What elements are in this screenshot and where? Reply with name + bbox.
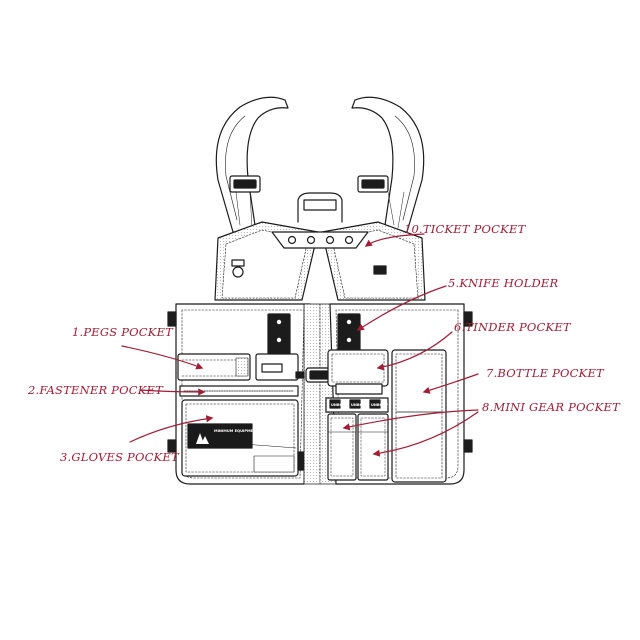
brand-right: UNBOXP <box>371 403 388 407</box>
arrow-fastener <box>139 388 206 396</box>
arrow-minigear-1 <box>342 409 479 431</box>
label-ticket-pocket: 10.TICKET POCKET <box>404 222 527 236</box>
label-bottle-pocket: 7.BOTTLE POCKET <box>486 366 605 380</box>
label-tinder-pocket: 6.TINDER POCKET <box>454 320 572 334</box>
label-knife-holder: 5.KNIFE HOLDER <box>448 276 559 290</box>
arrow-bottle <box>422 373 479 394</box>
arrow-knife <box>356 285 447 331</box>
gloves-pocket <box>181 399 305 477</box>
left-shoulder-strap <box>215 96 289 233</box>
arrow-pegs <box>121 345 204 370</box>
tinder-pocket <box>327 349 389 395</box>
arrow-minigear-2 <box>372 411 479 457</box>
brand-mid: UNBOXP <box>351 403 368 407</box>
ticket-pocket <box>271 231 369 249</box>
pegs-pocket <box>177 353 299 381</box>
arrow-tinder <box>376 331 453 371</box>
brand-left: UNBOXP <box>331 403 348 407</box>
label-pegs-pocket: 1.PEGS POCKET <box>72 325 174 339</box>
arrow-ticket <box>364 233 425 247</box>
right-shoulder-strap <box>351 96 425 233</box>
arrow-gloves <box>129 415 214 443</box>
label-mini-gear-pocket: 8.MINI GEAR POCKET <box>482 400 621 414</box>
bottle-pocket <box>391 349 447 483</box>
knife-holder <box>337 313 361 355</box>
vest-illustration <box>167 96 473 485</box>
label-gloves-pocket: 3.GLOVES POCKET <box>60 450 180 464</box>
mini-gear-pockets <box>325 397 389 481</box>
patch-title: MINIMUM EQUIPMENT <box>214 429 259 433</box>
fastener-pocket <box>179 385 299 397</box>
label-fastener-pocket: 2.FASTENER POCKET <box>27 383 164 397</box>
